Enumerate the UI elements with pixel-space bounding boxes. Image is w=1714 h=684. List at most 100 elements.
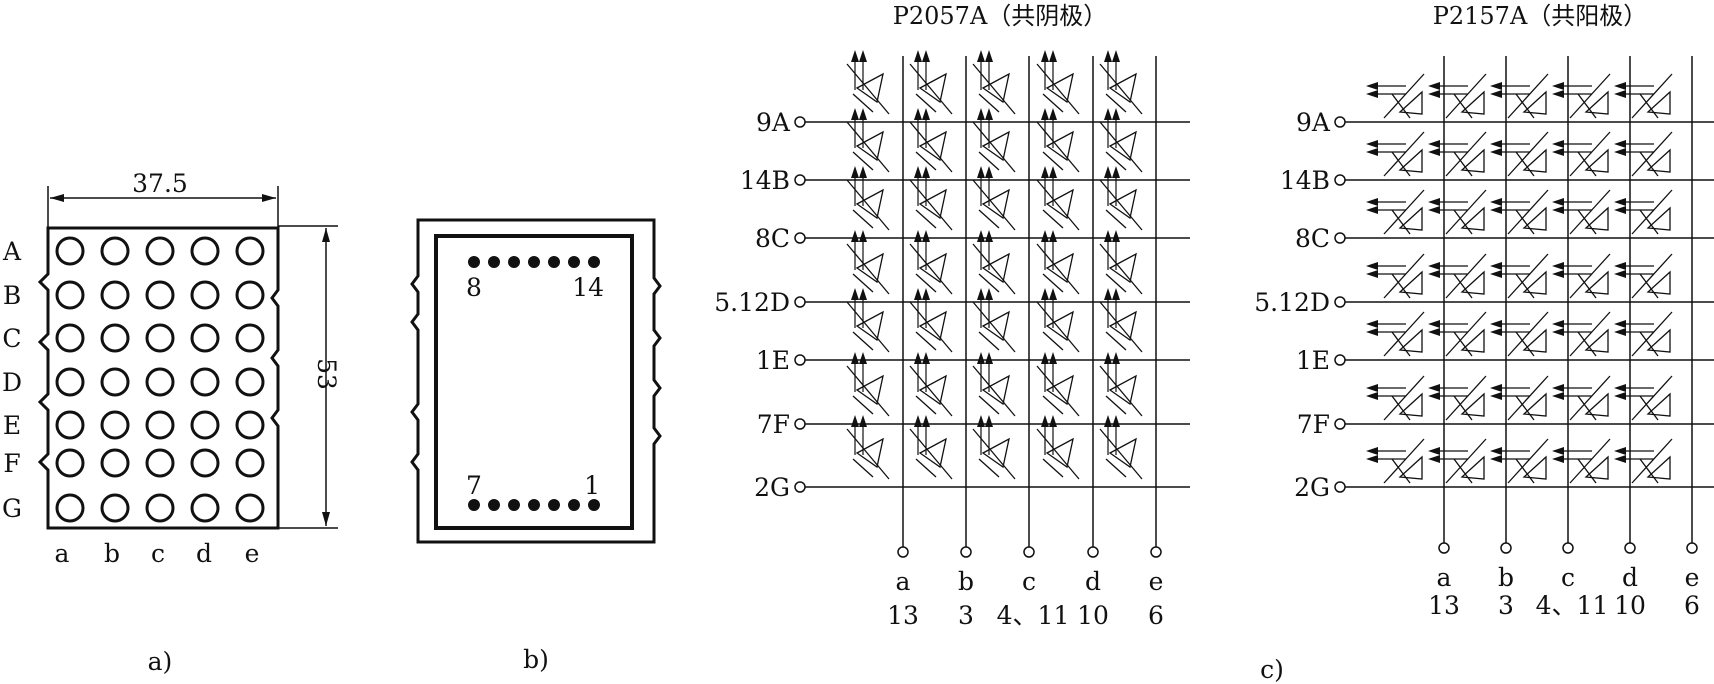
row-pin-label: 7F (757, 410, 790, 439)
led-dot (145, 280, 175, 310)
led-dot (55, 448, 85, 478)
row-label: D (2, 368, 22, 397)
pin-label-14: 14 (572, 273, 604, 302)
led-dot (235, 367, 265, 397)
led-dot (100, 280, 130, 310)
led-symbol (1036, 166, 1080, 231)
led-dot (55, 236, 85, 266)
led-symbol (1036, 415, 1080, 480)
row-label: G (2, 494, 22, 523)
led-symbol (1366, 131, 1425, 177)
led-symbol (1036, 352, 1080, 417)
caption-c: c) (1260, 655, 1284, 684)
caption-a: a) (148, 647, 173, 676)
column-pin-number: 6 (1148, 601, 1164, 630)
led-symbol (1614, 375, 1673, 421)
led-dot (100, 367, 130, 397)
matrix-grid-right (1334, 56, 1714, 554)
led-symbol (1366, 375, 1425, 421)
led-dot (145, 323, 175, 353)
led-dot (145, 493, 175, 523)
column-label: a (55, 539, 70, 568)
pin-dot (568, 256, 580, 268)
column-pin-circle (1150, 546, 1162, 558)
led-symbol (846, 415, 890, 480)
led-dot (190, 236, 220, 266)
led-dot (235, 448, 265, 478)
matrix-grid-left (794, 56, 1190, 558)
pin-dot (508, 499, 520, 511)
led-symbol (972, 288, 1016, 353)
pin-dot (468, 499, 480, 511)
row-pin-label: 14B (740, 166, 790, 195)
led-dot (55, 493, 85, 523)
led-symbol (909, 352, 953, 417)
row-label: F (3, 449, 20, 478)
row-pin-label: 7F (1297, 410, 1330, 439)
led-symbol (972, 108, 1016, 173)
pin-dot (528, 256, 540, 268)
led-symbol (972, 50, 1016, 115)
height-dimension-label: 53 (312, 358, 341, 390)
led-symbol (1036, 288, 1080, 353)
column-pin-number: 10 (1077, 601, 1109, 630)
column-pin-circle (960, 546, 972, 558)
led-dot (235, 410, 265, 440)
column-pin-number: 13 (1428, 591, 1460, 620)
column-pin-letter: a (896, 567, 911, 596)
pin-dots (468, 256, 600, 511)
led-symbol (1036, 108, 1080, 173)
led-dot (190, 448, 220, 478)
led-symbol (1366, 311, 1425, 357)
led-symbol (846, 288, 890, 353)
row-pin-circle (794, 232, 806, 244)
led-dot (190, 367, 220, 397)
row-pin-label: 5.12D (714, 288, 790, 317)
row-pin-label: 8C (755, 224, 790, 253)
column-pin-number: 13 (887, 601, 919, 630)
led-symbol (1614, 311, 1673, 357)
row-label: A (2, 237, 22, 266)
led-symbol (909, 50, 953, 115)
pin-label-1: 1 (584, 471, 600, 500)
led-symbol (846, 352, 890, 417)
column-pin-letter: b (1498, 563, 1514, 592)
led-symbol (1490, 253, 1549, 299)
caption-b: b) (523, 645, 549, 674)
pin-dot (588, 499, 600, 511)
column-label: c (151, 539, 165, 568)
led-dot (55, 323, 85, 353)
led-dot (100, 323, 130, 353)
row-pin-label: 8C (1295, 224, 1330, 253)
row-pin-circle (794, 296, 806, 308)
led-dot (100, 448, 130, 478)
row-pin-label: 5.12D (1254, 288, 1330, 317)
led-symbol (846, 230, 890, 295)
row-pin-label: 14B (1280, 166, 1330, 195)
column-pin-circle (1624, 542, 1636, 554)
led-symbol (1099, 352, 1143, 417)
led-symbol (1614, 189, 1673, 235)
column-pin-number: 10 (1614, 591, 1646, 620)
led-symbol (1552, 375, 1611, 421)
pin-dot (488, 499, 500, 511)
led-dot (55, 410, 85, 440)
led-symbol (1428, 189, 1487, 235)
row-pin-circle (794, 354, 806, 366)
column-pin-letter: d (1085, 567, 1101, 596)
led-symbol (1552, 253, 1611, 299)
title-p2057a: P2057A（共阴极） (893, 2, 1108, 30)
pin-dot (508, 256, 520, 268)
pin-dot (468, 256, 480, 268)
column-label: e (245, 539, 260, 568)
led-dot (235, 323, 265, 353)
pin-dot (528, 499, 540, 511)
led-symbol (1099, 50, 1143, 115)
panel-a-outline (37, 226, 280, 530)
led-symbol (1366, 253, 1425, 299)
led-dot (145, 448, 175, 478)
led-dot (100, 410, 130, 440)
row-pin-circle (794, 481, 806, 493)
dim-arrow-left (50, 194, 64, 202)
